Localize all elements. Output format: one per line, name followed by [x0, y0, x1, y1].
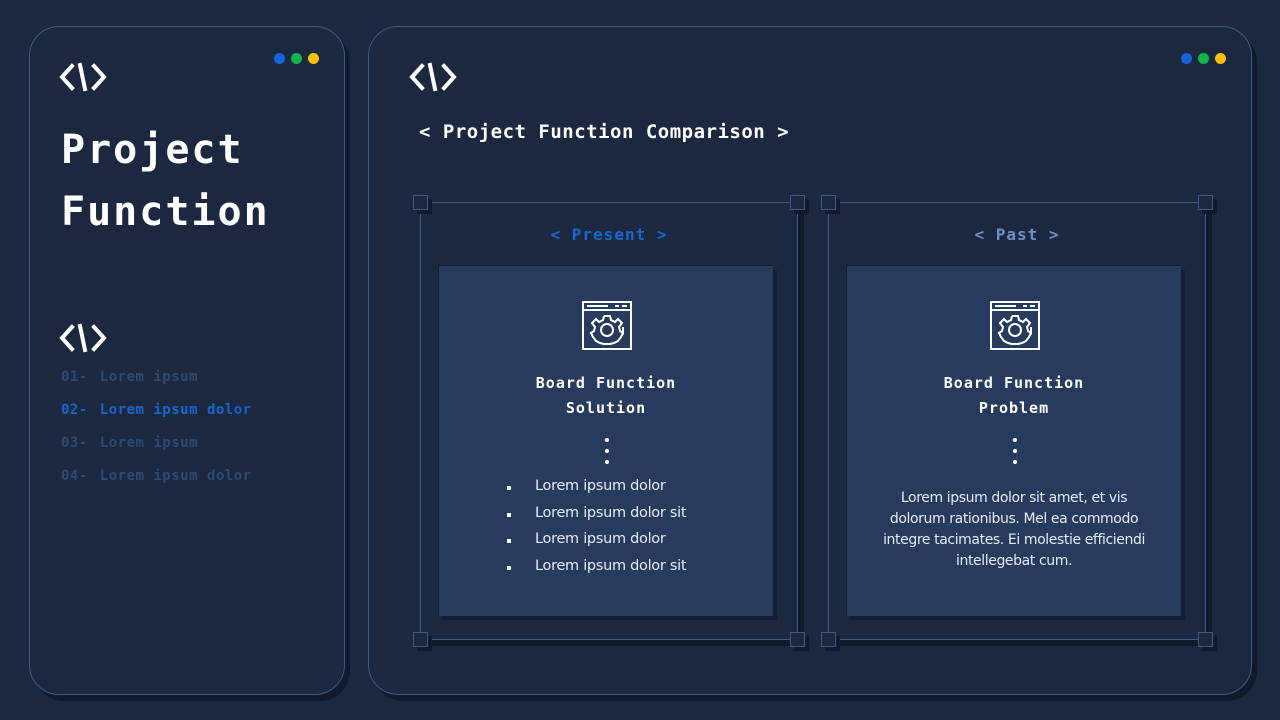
- list-item: Lorem ipsum dolor: [505, 531, 686, 558]
- present-column: < Present > Board Function Solution Lore…: [413, 195, 805, 647]
- section-heading: < Project Function Comparison >: [419, 121, 790, 143]
- menu-item-label: Lorem ipsum dolor: [99, 402, 252, 418]
- yellow-dot-icon: [308, 53, 319, 64]
- yellow-dot-icon: [1215, 53, 1226, 64]
- code-icon: [59, 62, 107, 92]
- menu-item-number: 01-: [61, 369, 88, 385]
- window-dots: [1181, 53, 1226, 64]
- window-dots: [274, 53, 319, 64]
- list-item: Lorem ipsum dolor sit: [505, 505, 687, 532]
- menu-item-label: Lorem ipsum: [99, 369, 199, 385]
- vertical-ellipsis-icon: [605, 438, 609, 471]
- menu-item-label: Lorem ipsum dolor: [99, 468, 252, 484]
- past-card-title: Board Function Problem: [847, 371, 1181, 421]
- menu-item-number: 04-: [61, 468, 88, 484]
- menu-item-04[interactable]: 04- Lorem ipsum dolor: [61, 468, 252, 501]
- corner-handle: [821, 632, 836, 647]
- vertical-ellipsis-icon: [1013, 438, 1017, 471]
- corner-handle: [413, 195, 428, 210]
- past-card: Board Function Problem Lorem ipsum dolor…: [847, 266, 1181, 616]
- menu-item-label: Lorem ipsum: [99, 435, 199, 451]
- card-title-line-2: Problem: [978, 399, 1050, 417]
- list-item: Lorem ipsum dolor sit: [505, 558, 687, 585]
- green-dot-icon: [1198, 53, 1209, 64]
- right-panel: < Project Function Comparison > < Presen…: [368, 26, 1252, 695]
- present-card-title: Board Function Solution: [439, 371, 773, 421]
- green-dot-icon: [291, 53, 302, 64]
- past-column: < Past > Board Function Problem Lorem ip…: [821, 195, 1213, 647]
- page-title: Project Function: [61, 119, 270, 243]
- menu-item-02[interactable]: 02- Lorem ipsum dolor: [61, 402, 252, 435]
- past-description: Lorem ipsum dolor sit amet, et vis dolor…: [883, 490, 1145, 569]
- menu-item-number: 02-: [61, 402, 88, 418]
- corner-handle: [413, 632, 428, 647]
- menu-item-01[interactable]: 01- Lorem ipsum: [61, 369, 252, 402]
- list-item: Lorem ipsum dolor: [505, 478, 686, 505]
- blue-dot-icon: [1181, 53, 1192, 64]
- present-bullet-list: Lorem ipsum dolor Lorem ipsum dolor sit …: [505, 478, 687, 585]
- corner-handle: [790, 632, 805, 647]
- corner-handle: [790, 195, 805, 210]
- present-label: < Present >: [550, 225, 668, 244]
- title-line-1: Project: [61, 127, 244, 173]
- title-line-2: Function: [61, 189, 270, 235]
- menu-item-number: 03-: [61, 435, 88, 451]
- card-title-line-1: Board Function: [943, 374, 1085, 392]
- corner-handle: [821, 195, 836, 210]
- browser-gear-icon: [990, 301, 1040, 351]
- menu-item-03[interactable]: 03- Lorem ipsum: [61, 435, 252, 468]
- browser-gear-icon: [582, 301, 632, 351]
- code-icon: [409, 62, 457, 92]
- corner-handle: [1198, 632, 1213, 647]
- card-title-line-1: Board Function: [535, 374, 677, 392]
- left-panel: Project Function 01- Lorem ipsum 02- Lorem…: [29, 26, 345, 695]
- section-menu: 01- Lorem ipsum 02- Lorem ipsum dolor 03- L…: [61, 369, 252, 501]
- card-title-line-2: Solution: [565, 399, 647, 417]
- past-label: < Past >: [974, 225, 1060, 244]
- blue-dot-icon: [274, 53, 285, 64]
- corner-handle: [1198, 195, 1213, 210]
- present-card: Board Function Solution Lorem ipsum dolo…: [439, 266, 773, 616]
- code-icon: [59, 323, 107, 353]
